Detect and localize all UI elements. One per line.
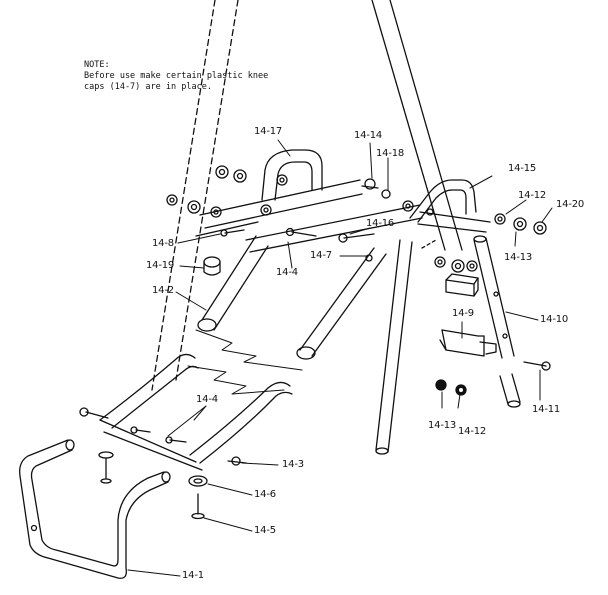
side-frame-14-15 (375, 179, 491, 455)
callout-14-3: 14-3 (282, 459, 304, 470)
callout-14-6: 14-6 (254, 489, 276, 500)
assembly-note: NOTE: Before use make certain plastic kn… (84, 60, 284, 93)
callout-14-11: 14-11 (532, 404, 561, 415)
lower-seat-assembly (99, 353, 293, 471)
callout-14-4-upper: 14-4 (276, 267, 298, 278)
callout-14-16: 14-16 (366, 218, 395, 229)
cap-block (445, 273, 479, 297)
callout-14-4-lower: 14-4 (196, 394, 218, 405)
hanger-tube-14-10 (473, 235, 521, 408)
callout-14-20: 14-20 (556, 199, 585, 210)
note-line-1: Before use make certain plastic knee (84, 71, 269, 81)
handle-frame-14-17 (261, 149, 323, 201)
callout-14-8: 14-8 (152, 238, 174, 249)
callout-14-7: 14-7 (310, 250, 332, 261)
callout-14-2: 14-2 (152, 285, 174, 296)
callout-14-13-upper: 14-13 (504, 252, 533, 263)
callout-14-14: 14-14 (354, 130, 383, 141)
callout-14-13-lower: 14-13 (428, 420, 457, 431)
callout-14-18: 14-18 (376, 148, 405, 159)
knee-cap-14-19 (203, 256, 221, 276)
seat-tube-assembly-14-2 (195, 235, 387, 371)
callout-14-15: 14-15 (508, 163, 537, 174)
callout-14-10: 14-10 (540, 314, 569, 325)
hardware (79, 165, 551, 520)
callout-14-9: 14-9 (452, 308, 474, 319)
callout-14-12-upper: 14-12 (518, 190, 547, 201)
bracket-14-9 (439, 329, 497, 357)
base-tube-14-1 (19, 439, 171, 579)
note-heading: NOTE: (84, 60, 110, 70)
a-frame-legs (151, 0, 463, 391)
callout-14-12-lower: 14-12 (458, 426, 487, 437)
callout-14-17: 14-17 (254, 126, 283, 137)
note-line-2: caps (14-7) are in place. (84, 82, 212, 92)
leader-lines (127, 139, 553, 577)
callout-14-5: 14-5 (254, 525, 276, 536)
upper-cross-tubes (195, 179, 423, 253)
callout-14-19: 14-19 (146, 260, 175, 271)
callout-14-1: 14-1 (182, 570, 204, 581)
